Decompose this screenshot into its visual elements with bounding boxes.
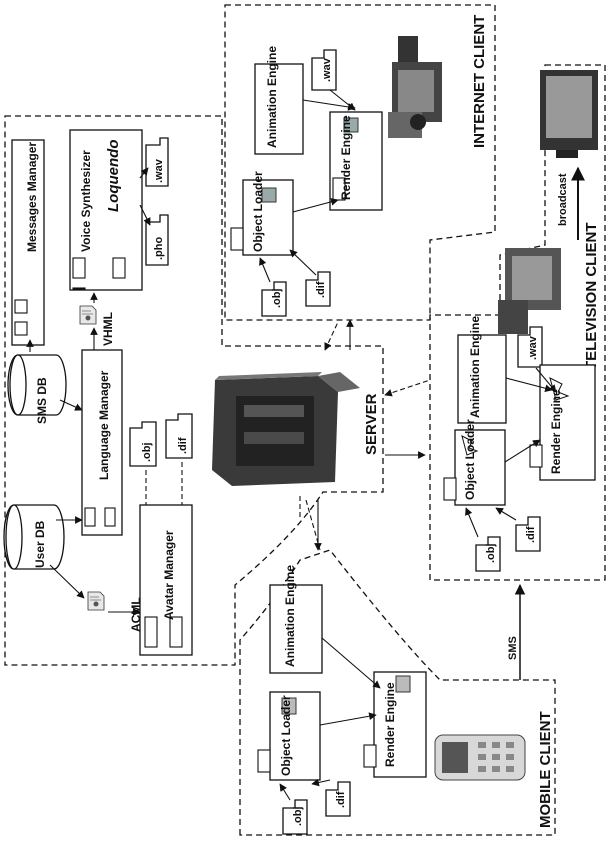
- mobile-render-engine: Render Engine: [363, 671, 427, 778]
- mobile-dif-file: .dif: [325, 781, 351, 817]
- acml-document-icon: [87, 591, 105, 611]
- internet-client-title: INTERNET CLIENT: [471, 15, 488, 148]
- vhml-document-icon: [79, 305, 97, 325]
- svg-text:.obj: .obj: [485, 543, 497, 563]
- tv-animation-engine: Animation Engine: [457, 316, 507, 424]
- mobile-object-loader: Object Loader: [257, 691, 321, 781]
- svg-text:Render Engine: Render Engine: [339, 115, 353, 200]
- internet-pc-picture: [388, 36, 442, 138]
- user-db-cylinder: User DB: [3, 504, 65, 570]
- svg-text:Animation Engine: Animation Engine: [283, 565, 297, 667]
- loquendo-logo: Loquendo: [105, 140, 122, 212]
- sms-db-cylinder: SMS DB: [7, 354, 67, 424]
- avatar-manager-box: Avatar Manager: [139, 504, 193, 656]
- user-db-label: User DB: [33, 520, 47, 568]
- acml-label: ACML: [129, 597, 143, 632]
- internet-object-loader: Object Loader: [230, 171, 294, 256]
- voice-synthesizer-label: Voice Synthesizer: [79, 150, 93, 252]
- svg-text:Object Loader: Object Loader: [463, 419, 477, 500]
- sms-db-label: SMS DB: [35, 377, 49, 424]
- internet-dif-file: .dif: [305, 271, 331, 307]
- svg-text:.dif: .dif: [525, 526, 537, 543]
- internet-animation-engine: Animation Engine: [254, 46, 304, 155]
- server-wav-file: .wav: [145, 137, 169, 187]
- tv-object-loader: Object Loader: [443, 419, 506, 506]
- avatar-obj-file: .obj: [129, 421, 157, 467]
- svg-text:Render Engine: Render Engine: [383, 682, 397, 767]
- svg-text:Object Loader: Object Loader: [279, 695, 293, 776]
- tv-pc-picture: [498, 248, 561, 334]
- tv-set-picture: [540, 70, 598, 158]
- svg-text:.dif: .dif: [335, 791, 347, 808]
- svg-text:Render Engine: Render Engine: [549, 389, 563, 474]
- mobile-client-region: [239, 549, 556, 836]
- svg-text:.pho: .pho: [153, 237, 165, 260]
- tv-obj-file: .obj: [475, 536, 501, 572]
- internet-client-region: [224, 4, 496, 321]
- mobile-client-title: MOBILE CLIENT: [537, 711, 554, 828]
- internet-render-engine: Render Engine: [329, 111, 383, 211]
- svg-text:.wav: .wav: [321, 57, 333, 82]
- server-label: SERVER: [363, 393, 380, 455]
- svg-text:Animation Engine: Animation Engine: [468, 316, 482, 418]
- language-manager-box: Language Manager: [81, 349, 123, 536]
- tv-dif-file: .dif: [515, 516, 541, 552]
- svg-text:.wav: .wav: [153, 158, 165, 183]
- messages-manager-label: Messages Manager: [25, 142, 39, 252]
- mobile-phone-picture: [434, 734, 526, 781]
- internet-obj-file: .obj: [261, 281, 287, 317]
- broadcast-label: broadcast: [557, 173, 569, 226]
- mobile-obj-file: .obj: [282, 799, 308, 835]
- avatar-dif-file: .dif: [165, 413, 193, 459]
- svg-text:.obj: .obj: [271, 288, 283, 308]
- server-region-boundary: [4, 115, 384, 666]
- svg-text:.obj: .obj: [141, 442, 153, 462]
- server-pho-file: .pho: [145, 214, 169, 266]
- vhml-label: VHML: [101, 312, 115, 346]
- mobile-animation-engine: Animation Engine: [269, 565, 323, 674]
- television-client-title: TELEVISION CLIENT: [583, 222, 600, 370]
- svg-text:Object Loader: Object Loader: [251, 171, 265, 252]
- sms-label: SMS: [507, 636, 519, 660]
- internet-wav-file: .wav: [311, 49, 337, 91]
- language-manager-label: Language Manager: [97, 370, 111, 480]
- svg-text:.obj: .obj: [292, 806, 304, 826]
- svg-text:.dif: .dif: [315, 281, 327, 298]
- svg-text:Animation Engine: Animation Engine: [265, 46, 279, 148]
- tv-wav-file: .wav: [517, 326, 543, 368]
- messages-manager-box: Messages Manager: [11, 139, 45, 346]
- svg-text:.dif: .dif: [177, 437, 189, 454]
- svg-text:.wav: .wav: [527, 335, 539, 360]
- voice-synthesizer-box: Voice Synthesizer Loquendo: [69, 129, 143, 291]
- tv-render-engine: Render Engine: [529, 364, 596, 481]
- avatar-manager-label: Avatar Manager: [162, 530, 176, 620]
- server-machine-picture: [212, 372, 360, 486]
